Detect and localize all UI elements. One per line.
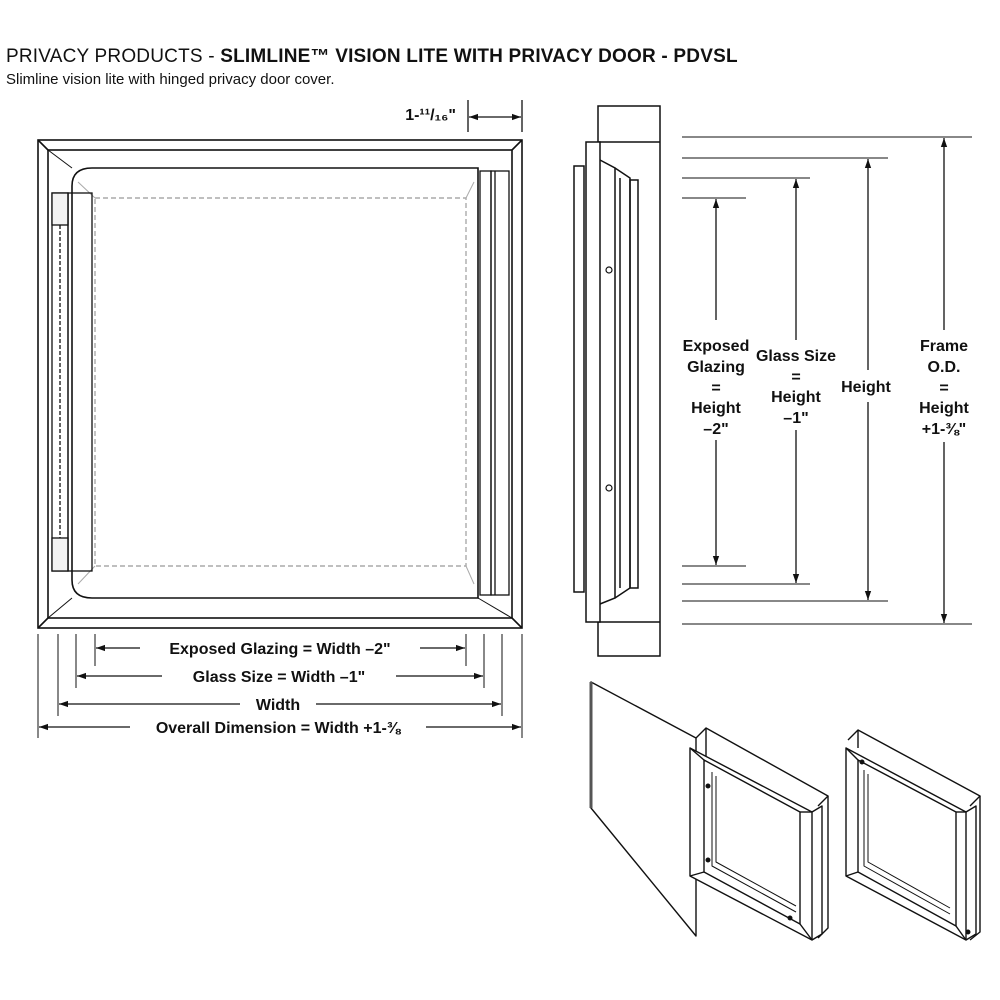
width-label: Width (256, 697, 300, 714)
title-model-code: - PDVSL (655, 46, 738, 67)
hg-frame-line2: O.D. (928, 359, 961, 376)
hg-glass-line2: = (791, 369, 800, 386)
isometric-door-assembly (589, 681, 829, 941)
hg-exposed-line2: Glazing (687, 359, 745, 376)
height-extension-lines (682, 136, 972, 625)
hg-glass-line1: Glass Size (756, 348, 836, 365)
width-exposed-glazing-label: Exposed Glazing = Width –2" (169, 641, 390, 658)
height-glass-size-label: Glass Size = Height –1" (756, 348, 836, 427)
isometric-frame-only (845, 729, 981, 941)
hg-exposed-line3: = (711, 380, 720, 397)
hg-exposed-line1: Exposed (683, 338, 750, 355)
hg-frame-line1: Frame (920, 338, 968, 355)
hg-glass-line4: –1" (783, 410, 808, 427)
side-section-view (573, 105, 661, 657)
dimension-frame-depth (467, 100, 523, 132)
page-title: PRIVACY PRODUCTS - SLIMLINE™ VISION LITE… (6, 46, 738, 68)
hg-exposed-line5: –2" (703, 421, 728, 438)
width-dimension-arrows (39, 644, 521, 731)
width-extension-lines (37, 634, 523, 738)
height-frame-od-label: Frame O.D. = Height +1-⅜" (919, 338, 969, 438)
width-glass-size-label: Glass Size = Width –1" (193, 669, 365, 686)
hg-frame-line5: +1-⅜" (922, 421, 967, 438)
hg-exposed-line4: Height (691, 400, 741, 417)
hinge-left (51, 192, 93, 572)
front-view-frame (37, 139, 523, 629)
title-prefix: PRIVACY PRODUCTS - (6, 46, 221, 67)
glazing-corner-lines (77, 181, 475, 585)
door-edge-right (479, 170, 510, 596)
width-overall-label: Overall Dimension = Width +1-⅜ (156, 720, 402, 737)
fastener-top (605, 266, 613, 274)
fastener-bottom (605, 484, 613, 492)
height-dimension-arrows (712, 138, 948, 623)
hg-glass-line3: Height (771, 389, 821, 406)
hg-frame-line4: Height (919, 400, 969, 417)
frame-depth-label: 1-¹¹/₁₆" (405, 107, 456, 124)
height-exposed-glazing-label: Exposed Glazing = Height –2" (683, 338, 750, 438)
exposed-glazing-area (94, 197, 467, 567)
page-subtitle: Slimline vision lite with hinged privacy… (6, 71, 335, 88)
height-label: Height (841, 379, 891, 396)
hg-frame-line3: = (939, 380, 948, 397)
title-product-name: SLIMLINE™ VISION LITE WITH PRIVACY DOOR (220, 46, 656, 67)
